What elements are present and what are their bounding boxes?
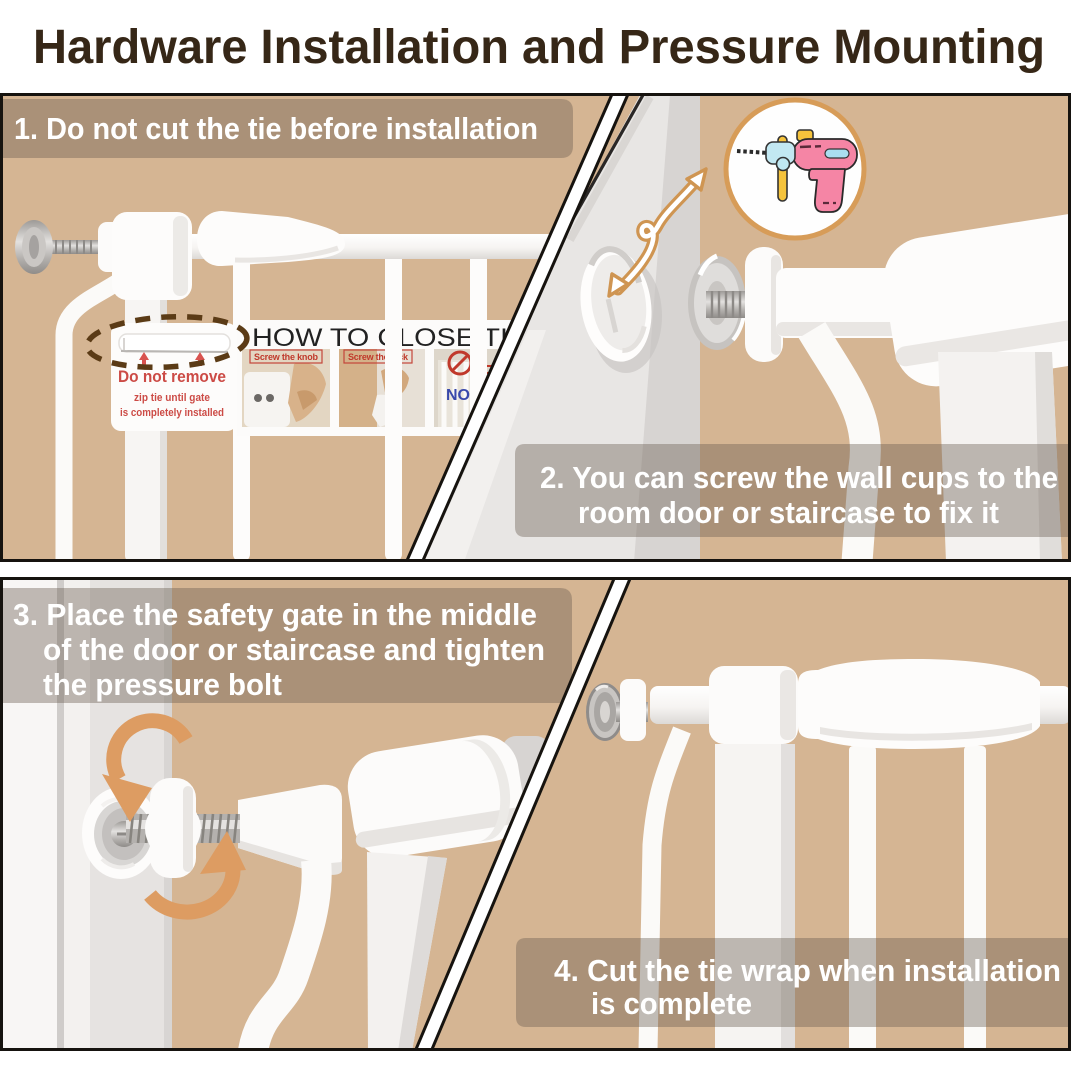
svg-text:is completely installed: is completely installed [120,407,224,419]
svg-text:Screw the knob: Screw the knob [254,352,319,362]
svg-text:2. You can screw the wall cups: 2. You can screw the wall cups to the [540,460,1058,495]
svg-text:Screw the lock: Screw the lock [348,352,409,362]
svg-text:is complete: is complete [591,986,752,1021]
svg-text:3. Place the safety gate in th: 3. Place the safety gate in the middle [13,597,537,632]
svg-text:room door or staircase to fix: room door or staircase to fix it [578,495,999,530]
svg-text:Hardware Installation and Pres: Hardware Installation and Pressure Mount… [33,21,1045,74]
svg-text:4. Cut the tie wrap when insta: 4. Cut the tie wrap when installation [554,953,1061,988]
svg-text:the pressure bolt: the pressure bolt [43,667,282,702]
svg-text:1. Do not cut the tie before i: 1. Do not cut the tie before installatio… [14,111,538,146]
svg-text:HOW TO CLOSE TI: HOW TO CLOSE TI [252,324,508,352]
svg-text:Do not remove: Do not remove [118,367,226,386]
svg-text:NO: NO [446,387,470,404]
svg-text:zip tie until gate: zip tie until gate [134,392,210,404]
svg-text:of the door or staircase and t: of the door or staircase and tighten [43,632,545,667]
